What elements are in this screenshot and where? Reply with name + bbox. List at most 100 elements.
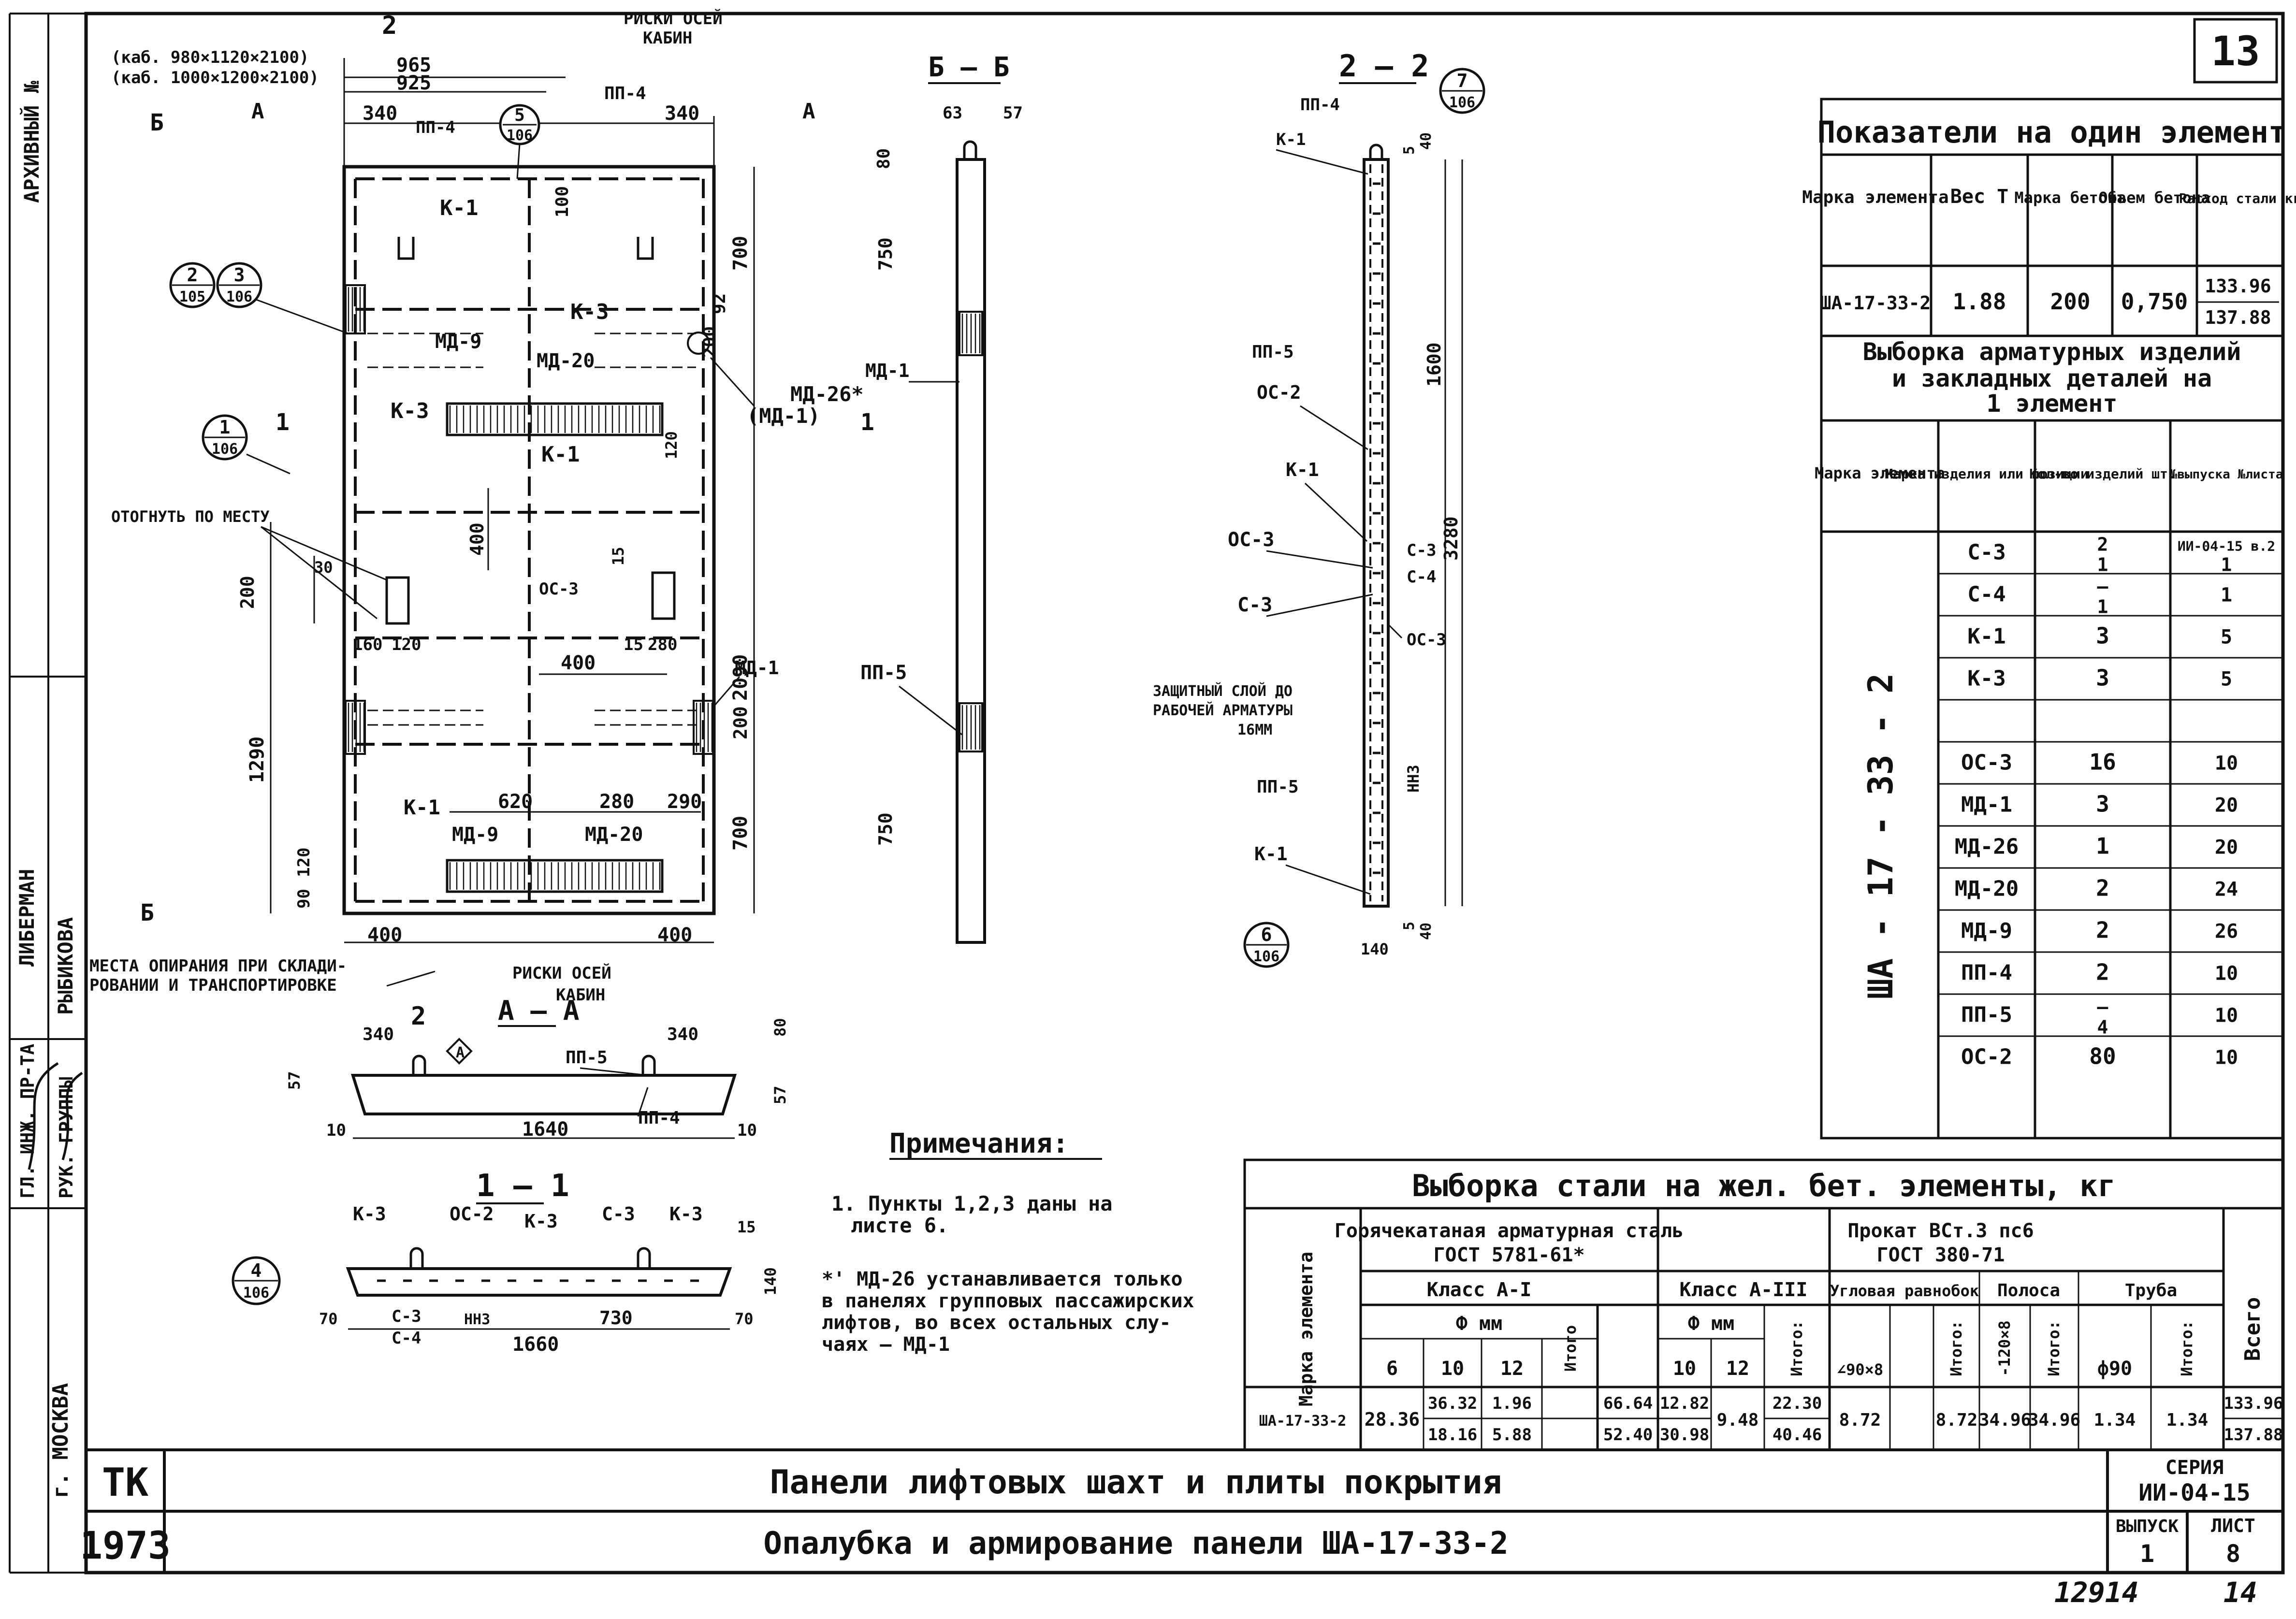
steel-table: Выборка стали на жел. бет. элементы, кг … xyxy=(1243,1158,2284,1451)
dim-80-bb: 80 xyxy=(874,148,894,169)
steel-class-a1: Класс А-I xyxy=(1427,1279,1532,1301)
md20-upper: МД-20 xyxy=(537,350,595,372)
year: 1973 xyxy=(80,1524,171,1568)
drawing-title-2: Опалубка и армирование панели ША-17-33-2 xyxy=(763,1526,1508,1561)
sel-h-ref: №выпуска №листа xyxy=(2170,467,2283,482)
sel-row-ref2: 1 xyxy=(2221,554,2232,576)
k1-top: К-1 xyxy=(440,196,478,220)
dim-280: 280 xyxy=(599,791,634,813)
steel-cell-grand: 133.96 xyxy=(2224,1394,2283,1413)
s22-dim-5-bot: 5 xyxy=(1401,922,1418,930)
bubble-1-num: 1 xyxy=(219,417,231,438)
md1-label: МД-1 xyxy=(735,657,779,679)
dim-340-left: 340 xyxy=(363,102,397,125)
steel-grand-total-h: Всего xyxy=(2240,1297,2265,1361)
k1-mid: К-1 xyxy=(541,442,580,467)
bubble-3-num: 3 xyxy=(234,264,245,286)
sel-row-ref: 1 xyxy=(2221,584,2232,607)
s22-c4-right: С-4 xyxy=(1407,567,1436,587)
k1-lower: К-1 xyxy=(404,795,440,819)
aa-dim-1640: 1640 xyxy=(522,1118,568,1141)
steel-cell-a1_12: 1.96 xyxy=(1492,1394,1532,1413)
archive-label: АРХИВНЫЙ № xyxy=(19,81,44,203)
sel-row-qty: 1 xyxy=(2096,833,2109,859)
steel-cell-a1_10: 36.32 xyxy=(1428,1394,1477,1413)
stamp-number-2: 14 xyxy=(2223,1576,2257,1609)
note-2a: *' МД-26 устанавливается только xyxy=(822,1268,1183,1290)
steel-cell-mark: ША-17-33-2 xyxy=(1259,1413,1347,1430)
bb-md1: МД-1 xyxy=(865,360,910,381)
series-value: ИИ-04-15 xyxy=(2138,1479,2250,1506)
s22-os2: ОС-2 xyxy=(1257,382,1301,403)
bubble-5-num: 5 xyxy=(514,105,525,125)
main-elevation-labels: (каб. 980×1120×2100) (каб. 1000×1200×210… xyxy=(89,9,874,1005)
sel-row-qty2: 1 xyxy=(2097,596,2108,618)
sel-element-mark: ША - 17 - 33 - 2 xyxy=(1861,673,1901,999)
ind-h-mark: Марка элемента xyxy=(1802,188,1948,207)
bubble-7-num: 7 xyxy=(1457,70,1468,91)
dim-90: 90 xyxy=(294,889,314,909)
sel-row-mark: МД-26 xyxy=(1955,835,2019,859)
k3-upper: К-3 xyxy=(570,300,609,324)
dim-965: 965 xyxy=(396,54,431,76)
note-2b: в панелях групповых пассажирских xyxy=(822,1290,1194,1312)
sel-row-mark: МД-20 xyxy=(1955,877,2019,901)
sel-row-mark: МД-1 xyxy=(1961,793,2012,817)
steel-cell-a1_6: 28.36 xyxy=(1365,1409,1420,1430)
s22-dim-40-bot: 40 xyxy=(1418,923,1435,940)
sel-row-qty: 16 xyxy=(2089,749,2116,775)
sel-row-mark: ОС-3 xyxy=(1961,751,2012,775)
bb-pp5: ПП-5 xyxy=(860,662,907,684)
s22-c3-left: С-3 xyxy=(1237,594,1272,616)
section-mark-a-left: А xyxy=(251,99,264,124)
s11-dim-15: 15 xyxy=(737,1218,756,1236)
steel-subheader: 10 xyxy=(1441,1358,1464,1380)
s22-pp5-bottom: ПП-5 xyxy=(1257,777,1299,797)
dim-3280: 3280 xyxy=(1440,516,1462,561)
section-1-1: 1 – 1 К-3 ОС-2 К-3 С-3 К-3 15 С-3 С-4 НН… xyxy=(319,1168,780,1356)
bubble-6-num: 6 xyxy=(1261,924,1272,945)
sel-row-ref: 10 xyxy=(2215,1005,2238,1027)
steel-cell-a3_totalb: 40.46 xyxy=(1773,1425,1822,1445)
dim-160: 160 xyxy=(353,635,382,654)
sel-row-mark: МД-9 xyxy=(1961,919,2012,943)
notes-title: Примечания: xyxy=(889,1128,1069,1159)
s11-dim-730: 730 xyxy=(599,1307,633,1329)
selection-title-1: Выборка арматурных изделий xyxy=(1863,338,2241,366)
sel-row-qty: 2 xyxy=(2096,875,2109,901)
s11-c3-bottom: С-3 xyxy=(392,1307,421,1326)
section-aa-title: А – А xyxy=(498,995,580,1026)
s11-c3-top: С-3 xyxy=(602,1203,635,1225)
bend-label: ОТОГНУТЬ ПО МЕСТУ xyxy=(111,507,270,526)
bubble-1-sheet: 106 xyxy=(212,441,238,458)
k3-left: К-3 xyxy=(391,399,429,423)
md1b-label: (МД-1) xyxy=(747,404,820,428)
steel-pipe: Труба xyxy=(2125,1281,2177,1301)
dim-92: 92 xyxy=(710,293,729,314)
section-22-title: 2 – 2 xyxy=(1339,48,1429,84)
aa-dim-80: 80 xyxy=(771,1018,789,1037)
dim-1290: 1290 xyxy=(246,737,268,783)
dim-925: 925 xyxy=(396,72,431,94)
sel-row-qty: — xyxy=(2097,576,2108,597)
cab-note-1: (каб. 980×1120×2100) xyxy=(111,48,309,67)
sel-row-qty: 80 xyxy=(2089,1043,2116,1070)
dim-120-a: 120 xyxy=(392,635,421,654)
steel-subheader: Итого xyxy=(1561,1325,1580,1372)
s11-dim-140: 140 xyxy=(761,1267,780,1295)
bubble-4-num: 4 xyxy=(251,1260,262,1281)
bubble-7-sheet: 106 xyxy=(1449,94,1475,111)
dim-280-small: 280 xyxy=(648,635,677,654)
ind-h-steel: Расход стали кг xyxy=(2179,190,2296,206)
org-code: ТК xyxy=(102,1460,148,1505)
sel-row-mark: К-1 xyxy=(1967,624,2005,649)
sheet-value: 8 xyxy=(2226,1540,2240,1568)
ind-weight: 1.88 xyxy=(1953,289,2006,315)
steel-subheader: 12 xyxy=(1500,1358,1524,1380)
sheet-label: ЛИСТ xyxy=(2211,1515,2255,1536)
